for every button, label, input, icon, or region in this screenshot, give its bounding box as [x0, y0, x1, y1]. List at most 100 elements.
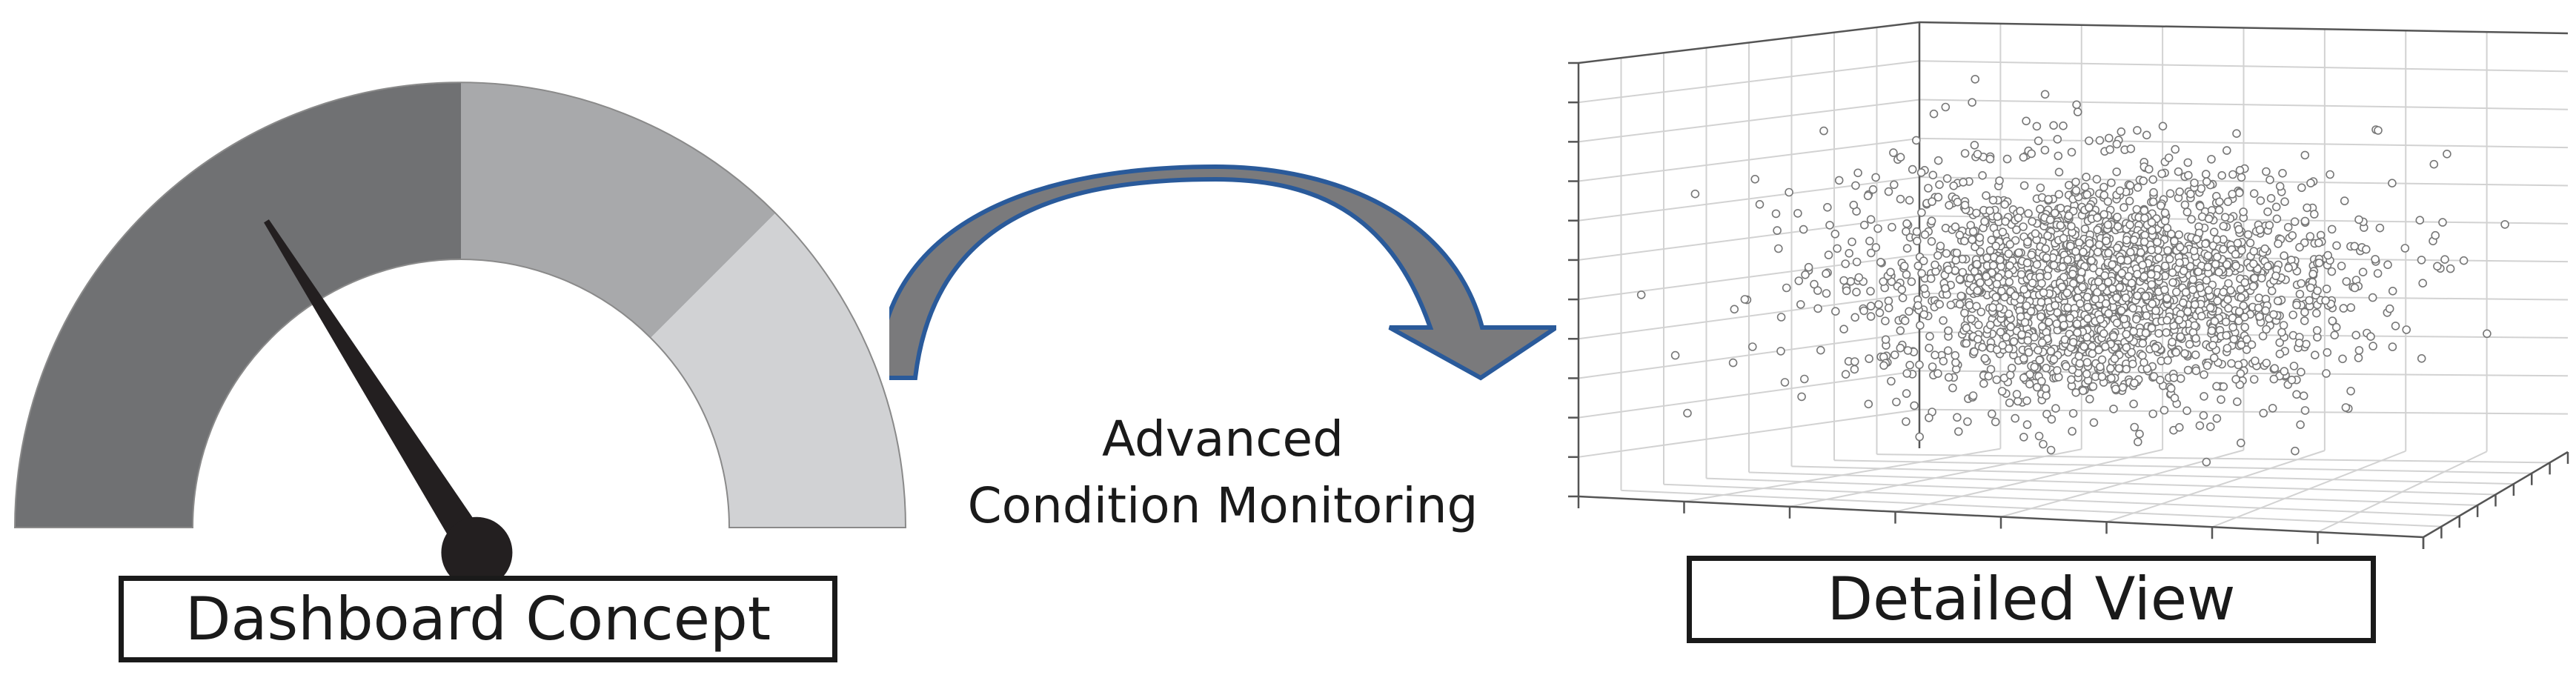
scatter-point	[2005, 370, 2015, 379]
scatter-point	[2162, 293, 2171, 303]
scatter-point	[1987, 409, 1996, 419]
scatter-point	[2154, 253, 2163, 262]
scatter-point	[2005, 277, 2014, 287]
scatter-point	[1976, 247, 1985, 256]
scatter-point	[2124, 272, 2134, 281]
scatter-point	[2337, 262, 2346, 270]
scatter-point	[2219, 382, 2228, 391]
scatter-point	[2294, 339, 2304, 348]
scatter-point	[2128, 304, 2138, 313]
scatter-point	[2191, 366, 2201, 376]
scatter-point	[2014, 396, 2022, 406]
scatter-point	[2234, 360, 2243, 370]
frame-edge	[1919, 21, 2569, 35]
scatter-point	[1907, 277, 1916, 287]
scatter-point	[2065, 242, 2075, 250]
scatter-point	[2085, 136, 2094, 145]
frame-edge	[1578, 21, 1920, 64]
scatter-point	[2195, 421, 2205, 430]
scatter-point	[2283, 222, 2293, 232]
scatter-point	[2112, 139, 2122, 149]
scatter-point	[1913, 301, 1922, 310]
scatter-point	[1972, 208, 1981, 218]
scatter-point	[2082, 190, 2092, 199]
scatter-point	[2030, 362, 2039, 372]
scatter-point	[2113, 243, 2122, 253]
detail-caption: Detailed View	[1827, 565, 2236, 634]
scatter-point	[2128, 359, 2137, 369]
scatter-point	[1916, 168, 1926, 177]
scatter-point	[2142, 130, 2151, 140]
scatter-point	[2057, 282, 2067, 292]
scatter-point	[2270, 364, 2280, 373]
scatter-point	[2130, 379, 2139, 388]
scatter-point	[2085, 394, 2094, 404]
scatter-point	[2291, 446, 2300, 456]
scatter-point	[2037, 376, 2046, 386]
scatter-point	[2160, 285, 2169, 294]
scatter-point	[1866, 248, 1876, 258]
dashboard-caption-box: Dashboard Concept	[119, 576, 837, 662]
scatter-point	[2074, 351, 2084, 361]
scatter-point	[2130, 422, 2140, 432]
scatter-point	[2388, 342, 2397, 351]
scatter-point	[1931, 350, 1939, 360]
scatter-point	[2239, 301, 2248, 310]
scatter-point	[2297, 279, 2306, 288]
scatter-point	[2200, 370, 2208, 379]
scatter-point	[1755, 199, 1765, 209]
scatter-points	[1636, 75, 2509, 467]
scatter-point	[1813, 304, 1822, 313]
scatter-point	[2262, 325, 2271, 334]
scatter-point	[2051, 404, 2060, 413]
scatter-point	[2044, 195, 2053, 204]
scatter-point	[2019, 285, 2028, 294]
scatter-point	[1992, 375, 2002, 385]
scatter-point	[2005, 239, 2015, 249]
scatter-point	[1952, 248, 1962, 258]
scatter-point	[2211, 259, 2220, 269]
scatter-point	[2062, 288, 2072, 298]
scatter-point	[2192, 234, 2201, 244]
needle-body	[264, 219, 491, 562]
scatter-point	[2308, 269, 2317, 279]
scatter-point	[2183, 158, 2193, 167]
scatter-point	[2023, 237, 2032, 247]
scatter-point	[2036, 298, 2046, 307]
scatter-point	[2295, 242, 2304, 252]
scatter-point	[1962, 339, 1971, 348]
scatter-point	[2140, 237, 2149, 247]
scatter-point	[1965, 273, 1975, 283]
scatter-point	[1874, 300, 1883, 309]
scatter-point	[2243, 230, 2253, 239]
scatter-point	[2147, 218, 2157, 227]
scatter-point	[1900, 316, 1910, 325]
scatter-point	[2050, 208, 2059, 218]
scatter-point	[2214, 205, 2224, 215]
scatter-point	[2205, 303, 2215, 313]
scatter-point	[2231, 375, 2240, 384]
scatter-point	[1927, 216, 1936, 226]
scatter-point	[2266, 193, 2276, 203]
scatter-point	[1955, 299, 1965, 309]
scatter-point	[2223, 197, 2233, 207]
dashboard-caption: Dashboard Concept	[185, 584, 771, 654]
scatter-point	[2053, 135, 2062, 144]
scatter-point	[1866, 215, 1876, 225]
scatter-point	[1985, 206, 1994, 216]
scatter-point	[2047, 415, 2057, 424]
scatter-point	[1830, 307, 1840, 316]
scatter-point	[1926, 274, 1936, 283]
scatter-point	[1845, 248, 1854, 258]
scatter-point	[1995, 176, 2004, 185]
scatter-point	[2368, 293, 2377, 302]
scatter-point	[1864, 399, 1873, 409]
scatter-point	[2236, 438, 2245, 448]
scatter-point	[2139, 176, 2148, 185]
scatter-point	[1960, 149, 1970, 158]
scatter-point	[1884, 187, 1893, 196]
scatter-point	[2004, 249, 2014, 259]
scatter-point	[2204, 285, 2214, 295]
scatter-point	[1868, 184, 1878, 194]
scatter-point	[2113, 213, 2122, 222]
